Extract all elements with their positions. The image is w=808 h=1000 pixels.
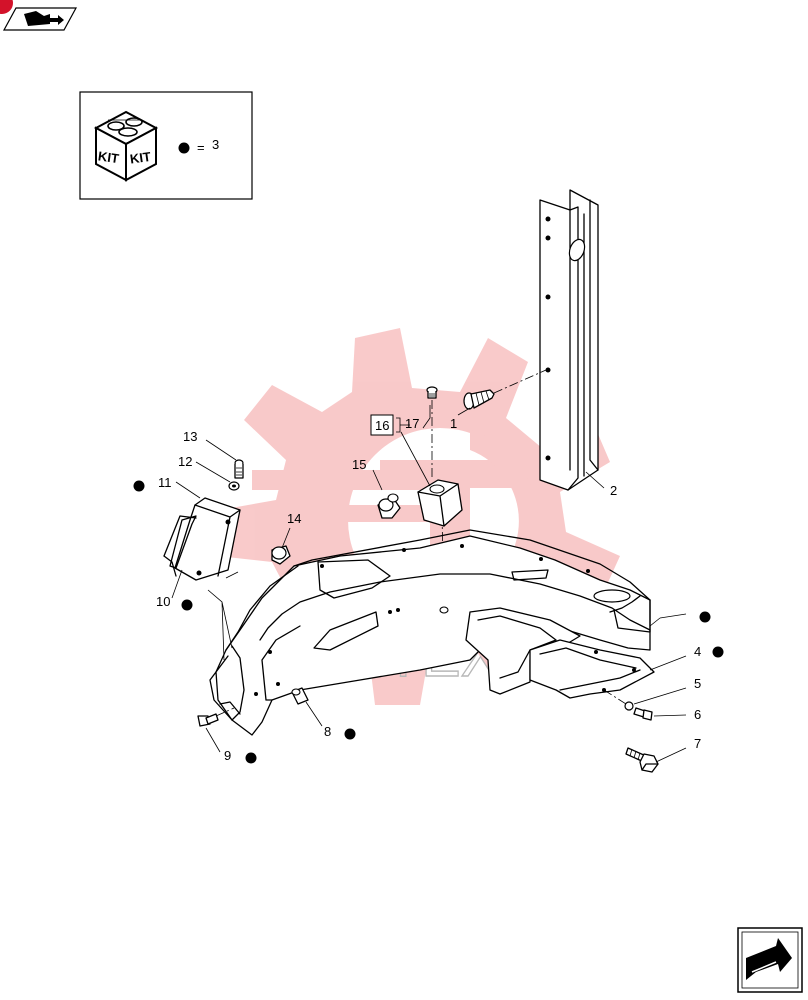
part-14-bushing [271,545,291,565]
part-15-grommet [377,493,401,519]
callout-6: 6 [694,707,701,722]
kit-label-right: KIT [129,149,152,167]
callout-14: 14 [287,511,301,526]
part-17-bolt [426,386,438,399]
part-6-bolt [603,689,653,721]
callout-12: 12 [178,454,192,469]
callout-4: 4 [694,644,701,659]
part-9-bolt [197,707,235,727]
callout-15: 15 [352,457,366,472]
part-2-vertical-post [539,189,599,491]
part-12-washer [228,481,240,491]
callout-8: 8 [324,724,331,739]
part-7-bolt [625,747,659,773]
callout-16: 16 [375,418,389,433]
callout-16-box [370,414,394,436]
part-8-fitting [291,687,309,705]
callout-2: 2 [610,483,617,498]
part-13-screw [234,459,244,479]
book-arrow-icon[interactable] [0,0,78,31]
red-badge-icon [0,0,13,14]
callout-7: 7 [694,736,701,751]
leader-lines [171,405,687,763]
kit-ref-number: 3 [212,137,219,152]
callout-5: 5 [694,676,701,691]
part-5-washer [624,701,634,711]
next-page-arrow-icon[interactable] [737,927,803,993]
part-16-block [417,479,463,527]
callout-10: 10 [156,594,170,609]
kit-marker-dots [133,480,724,764]
kit-box-icon: KIT KIT [93,110,159,182]
callout-9: 9 [224,748,231,763]
part-11-plate [163,497,241,581]
callout-13: 13 [183,429,197,444]
kit-marker-dot [178,142,190,154]
kit-equals: = [197,140,205,155]
kit-legend: KIT KIT = 3 [79,91,253,200]
part-4-bracket [465,607,655,699]
callout-11: 11 [158,475,172,490]
callout-17: 17 [405,416,419,431]
callout-1: 1 [450,416,457,431]
kit-label-left: KIT [97,148,120,166]
